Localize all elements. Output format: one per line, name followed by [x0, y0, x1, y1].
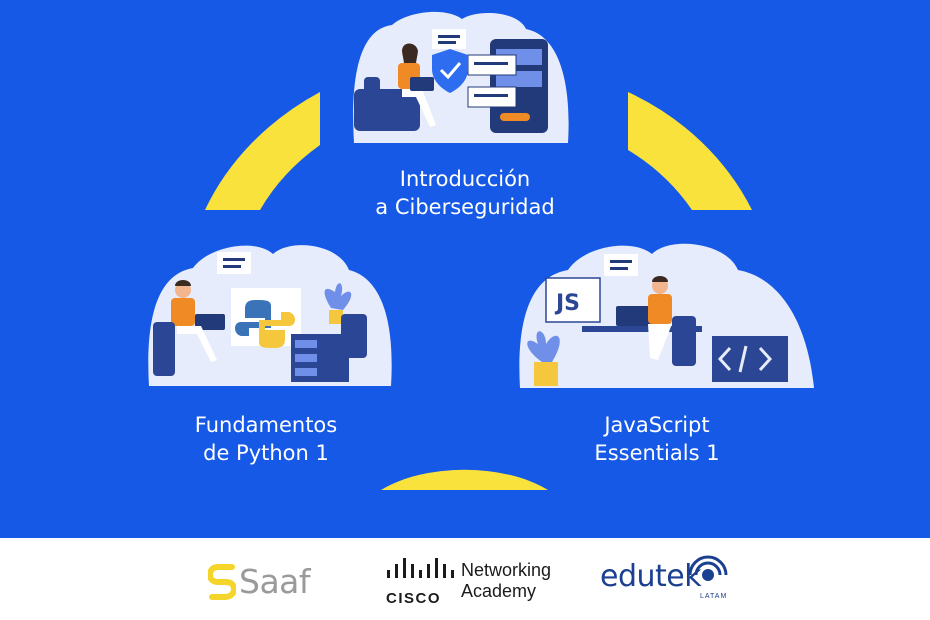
course-title-line: Fundamentos	[194, 413, 338, 437]
networking-label: Networking	[461, 560, 552, 580]
course-title-line: de Python 1	[203, 441, 329, 465]
javascript-illustration: JS	[519, 243, 814, 388]
saaf-s-icon	[206, 564, 238, 600]
course-title-line: Essentials 1	[594, 441, 720, 465]
partner-logos: Saaf CISCO Networking Academy edutek LAT…	[0, 538, 930, 620]
course-title-line: Introducción	[399, 167, 531, 191]
signal-waves-icon	[688, 555, 728, 581]
cybersecurity-illustration	[353, 11, 569, 143]
laptop-icon	[410, 77, 434, 91]
saaf-logo: Saaf	[206, 561, 332, 605]
arc-top-left	[205, 92, 320, 210]
python-illustration	[148, 245, 392, 386]
edutek-wordmark: edutek	[600, 559, 702, 594]
plant-icon	[527, 331, 560, 362]
chair-icon	[341, 314, 367, 358]
course-title-line: a Ciberseguridad	[375, 195, 555, 219]
cisco-wordmark: CISCO	[386, 590, 442, 607]
js-badge: JS	[554, 291, 580, 316]
chair-icon	[672, 316, 696, 366]
cisco-bars-icon	[387, 558, 454, 578]
cycle-arcs	[205, 92, 752, 490]
banner: JS Introducción a Ciberseguridad Fundame…	[0, 0, 930, 538]
code-tag-icon	[712, 336, 788, 382]
course-title-cybersecurity: Introducción a Ciberseguridad	[362, 165, 568, 221]
cisco-networking-academy-logo: CISCO Networking Academy	[386, 556, 576, 610]
shield-icon	[432, 49, 468, 93]
course-title-line: JavaScript	[604, 413, 710, 437]
academy-label: Academy	[461, 581, 537, 601]
arc-bottom	[381, 469, 548, 490]
course-title-javascript: JavaScript Essentials 1	[572, 411, 742, 467]
course-title-python: Fundamentos de Python 1	[176, 411, 356, 467]
laptop-icon	[195, 314, 225, 330]
desk-icon	[582, 326, 702, 332]
plant-icon	[324, 283, 352, 310]
edutek-logo: edutek LATAM	[600, 553, 732, 609]
saaf-wordmark: Saaf	[239, 562, 311, 601]
latam-label: LATAM	[700, 593, 728, 600]
arc-top-right	[628, 92, 752, 210]
laptop-icon	[616, 306, 652, 326]
